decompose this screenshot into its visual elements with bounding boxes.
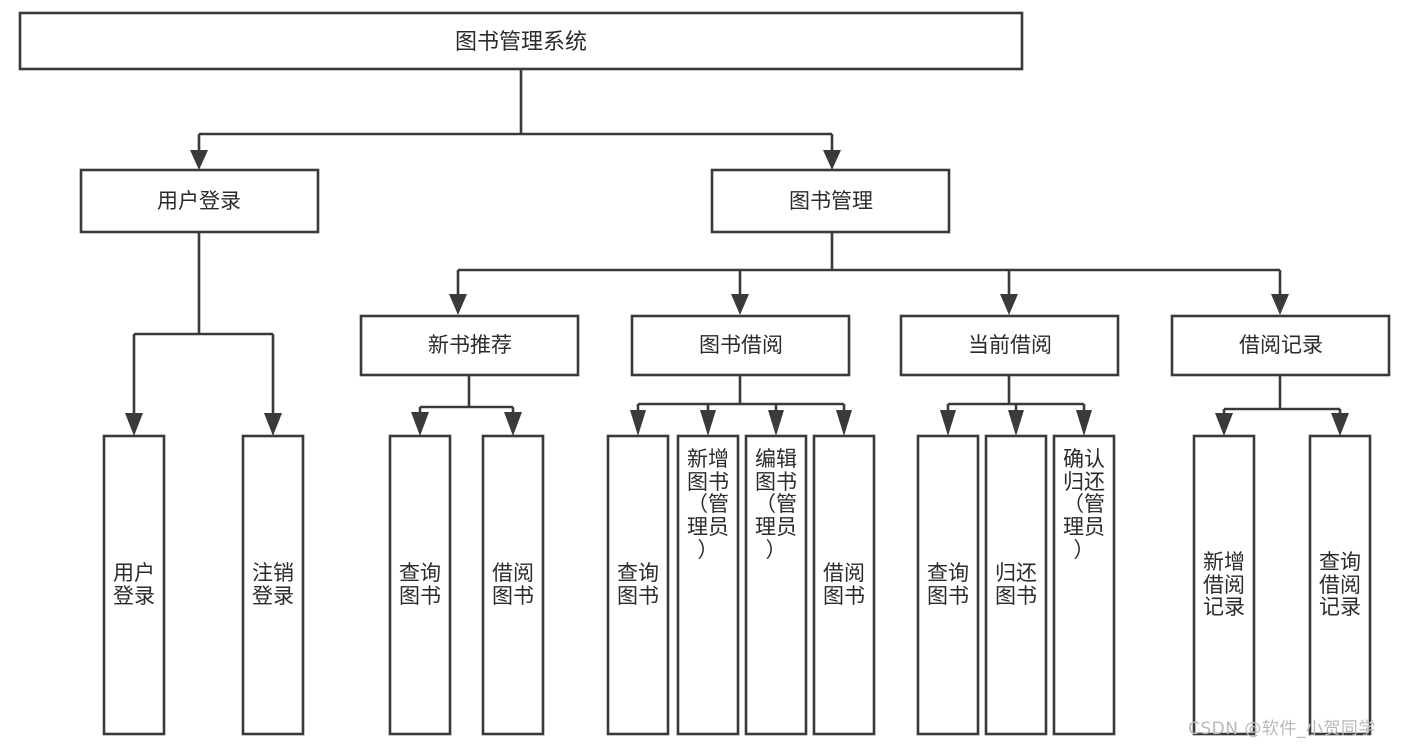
node-leaf-record-query[interactable] (1308, 434, 1372, 736)
node-leaf-user-login[interactable] (102, 434, 166, 736)
node-leaf-borrow-edit-book-admin[interactable] (744, 434, 808, 736)
node-current-borrow-label: 当前借阅 (968, 333, 1052, 357)
node-new-book-recommend[interactable]: 新书推荐 (359, 314, 580, 377)
connector-bookborrow-to-leaves (630, 375, 852, 436)
connector-userlogin-to-leaves (125, 232, 282, 436)
connector-borrowrecord-to-leaves (1215, 375, 1349, 436)
node-leaf-borrow-borrow-book[interactable] (812, 434, 876, 736)
node-user-login-label: 用户登录 (157, 189, 241, 213)
connector-root-to-level1 (190, 69, 841, 170)
node-leaf-current-return-book[interactable] (984, 434, 1048, 736)
node-leaf-recommend-query-book[interactable] (388, 434, 452, 736)
node-root-label: 图书管理系统 (455, 30, 587, 55)
node-new-book-recommend-label: 新书推荐 (428, 333, 512, 357)
node-leaf-recommend-borrow-book[interactable] (481, 434, 545, 736)
node-user-login[interactable]: 用户登录 (79, 168, 320, 234)
node-leaf-borrow-add-book-admin[interactable] (676, 434, 740, 736)
connector-bookmanage-to-level2 (449, 232, 1289, 315)
node-leaf-current-query-book[interactable] (916, 434, 980, 736)
node-book-manage[interactable]: 图书管理 (710, 168, 951, 234)
node-borrow-record-label: 借阅记录 (1239, 333, 1323, 357)
node-current-borrow[interactable]: 当前借阅 (899, 314, 1120, 377)
node-book-borrow[interactable]: 图书借阅 (630, 314, 851, 377)
node-leaf-user-logout[interactable] (241, 434, 305, 736)
node-root[interactable]: 图书管理系统 (18, 11, 1024, 71)
node-leaf-borrow-query-book[interactable] (606, 434, 670, 736)
connector-recommend-to-leaves (411, 375, 522, 436)
connector-currentborrow-to-leaves (940, 375, 1092, 436)
watermark-text: CSDN @软件_小贺同学 (1188, 719, 1376, 739)
node-borrow-record[interactable]: 借阅记录 (1170, 314, 1391, 377)
node-leaf-current-confirm-return-admin[interactable] (1052, 434, 1116, 736)
node-book-manage-label: 图书管理 (789, 189, 873, 213)
node-leaf-record-add[interactable] (1192, 434, 1256, 736)
node-book-borrow-label: 图书借阅 (699, 333, 783, 357)
